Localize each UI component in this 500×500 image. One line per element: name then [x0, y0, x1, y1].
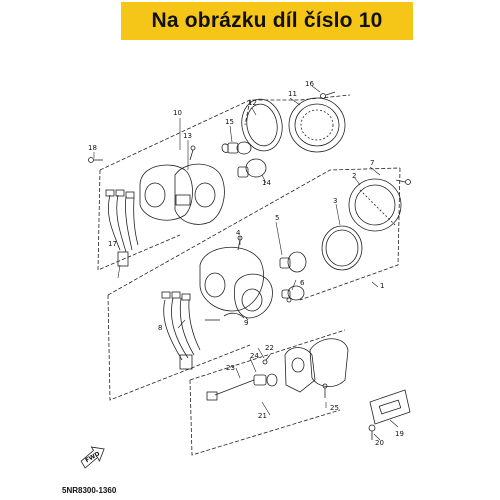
callout-14: 14 — [262, 179, 271, 187]
callout-6: 6 — [300, 279, 305, 287]
part-2-ring — [348, 178, 402, 232]
callout-labels: 1 2 3 4 5 6 7 8 9 10 11 12 13 14 15 16 1… — [88, 80, 404, 447]
part-25-screw — [322, 383, 328, 398]
callout-23: 23 — [226, 364, 235, 372]
callout-17: 17 — [108, 240, 117, 248]
part-22-screw — [262, 354, 271, 365]
part-20-screw — [368, 424, 376, 440]
part-24-socket — [253, 373, 278, 387]
part-15-bulb — [221, 141, 252, 155]
part-4-housing — [199, 235, 273, 319]
callout-8: 8 — [158, 324, 162, 332]
assembly-10-outline — [97, 94, 351, 271]
part-17-harness — [105, 189, 139, 267]
callout-2: 2 — [352, 172, 356, 180]
leader-lines — [93, 85, 399, 441]
part-7-screw — [395, 179, 411, 185]
part-number-banner: Na obrázku díl číslo 10 — [121, 2, 413, 40]
callout-4: 4 — [236, 229, 241, 237]
part-6-bulb — [281, 285, 305, 303]
part-13-housing — [139, 145, 225, 225]
callout-24: 24 — [250, 352, 259, 360]
part-16-screw — [320, 91, 336, 99]
callout-25: 25 — [330, 404, 339, 412]
assembly-21-outline — [189, 329, 346, 456]
part-14-bulb — [237, 158, 267, 178]
callout-9: 9 — [244, 319, 248, 327]
part-3-rim — [321, 225, 363, 271]
callout-16: 16 — [305, 80, 314, 88]
part-8-harness — [161, 291, 220, 370]
callout-5: 5 — [275, 214, 279, 222]
callout-22: 22 — [265, 344, 274, 352]
fwd-label: FWD — [84, 450, 101, 464]
part-11-lens — [288, 97, 346, 153]
callout-1: 1 — [380, 282, 384, 290]
fwd-arrow-icon — [80, 446, 105, 469]
part-23-wire — [206, 379, 255, 401]
callout-7: 7 — [370, 159, 374, 167]
part-5-bulb — [279, 251, 307, 273]
callout-11: 11 — [288, 90, 297, 98]
part-19-plate — [369, 389, 411, 425]
callout-13: 13 — [183, 132, 192, 140]
assembly-1-outline — [107, 167, 401, 401]
part-18-screw — [88, 157, 103, 163]
part-12-ring — [241, 98, 283, 152]
callout-18: 18 — [88, 144, 97, 152]
callout-3: 3 — [333, 197, 337, 205]
part-21-signal-base — [284, 347, 316, 393]
callout-15: 15 — [225, 118, 234, 126]
part-9-stay — [223, 312, 245, 319]
callout-20: 20 — [375, 439, 384, 447]
part-signal-lens — [309, 338, 349, 387]
callout-19: 19 — [395, 430, 404, 438]
callout-21: 21 — [258, 412, 267, 420]
callout-12: 12 — [248, 99, 257, 107]
diagram-part-code: 5NR8300-1360 — [62, 486, 117, 495]
callout-10: 10 — [173, 109, 182, 117]
